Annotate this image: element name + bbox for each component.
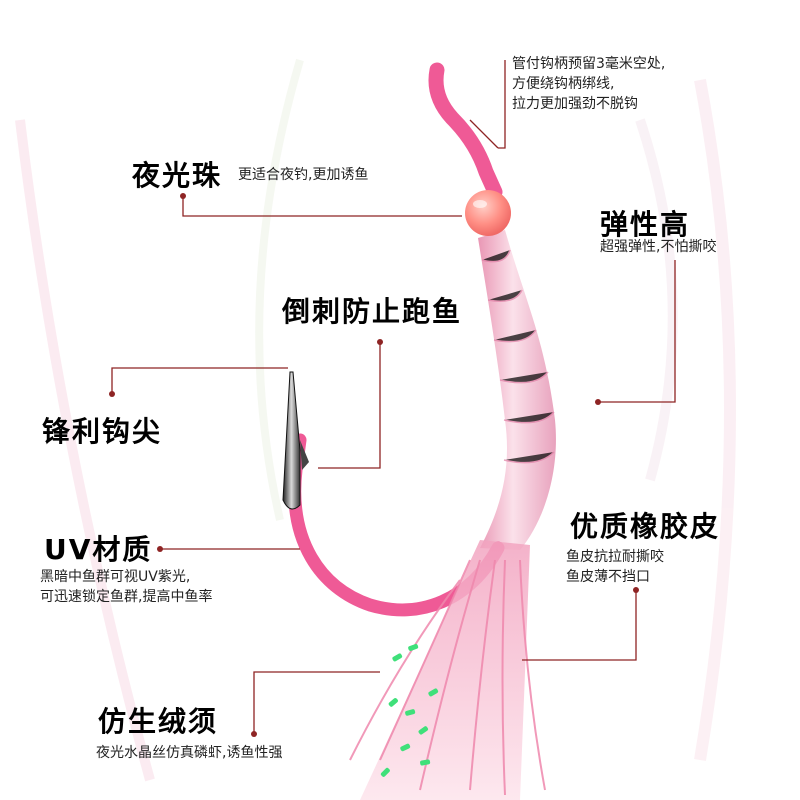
uv-material-desc: 黑暗中鱼群可视UV紫光, 可迅速锁定鱼群,提高中鱼率 <box>40 567 212 607</box>
rubber-skin-desc: 鱼皮抗拉耐撕咬 鱼皮薄不挡口 <box>566 547 664 587</box>
leader-lines <box>109 60 676 737</box>
shank-space-line: 拉力更加强劲不脱钩 <box>512 96 638 112</box>
shank-space-line: 管付钩柄预留3毫米空处, <box>512 56 666 72</box>
hook-shank <box>428 62 503 200</box>
uv-material-title: UV材质 <box>44 533 153 566</box>
glow-bead-desc: 更适合夜钓,更加诱鱼 <box>238 167 369 183</box>
uv-material-line: 可迅速锁定鱼群,提高中鱼率 <box>40 589 213 605</box>
hook-barb <box>300 440 309 470</box>
tentacles-title: 仿生绒须 <box>98 705 219 738</box>
barb-title: 倒刺防止跑鱼 <box>282 295 463 328</box>
rubber-skin-title: 优质橡胶皮 <box>570 510 721 543</box>
shank-space-note: 管付钩柄预留3毫米空处, 方便绕钩柄绑线, 拉力更加强劲不脱钩 <box>512 54 665 114</box>
rubber-skin-body <box>478 230 556 550</box>
uv-material-line: 黑暗中鱼群可视UV紫光, <box>40 569 191 585</box>
shank-space-line: 方便绕钩柄绑线, <box>512 76 615 92</box>
background-arcs <box>15 58 736 782</box>
sharp-point-title: 锋利钩尖 <box>42 415 163 448</box>
glow-bead <box>465 190 511 236</box>
rubber-skin-line: 鱼皮薄不挡口 <box>566 569 650 585</box>
elasticity-title: 弹性高 <box>600 208 691 241</box>
tentacles-desc: 夜光水晶丝仿真磷虾,诱鱼性强 <box>96 745 283 761</box>
skirt <box>360 540 530 800</box>
elasticity-desc: 超强弹性,不怕撕咬 <box>600 239 717 255</box>
luminous-strands <box>380 643 439 777</box>
hook-point <box>282 371 301 510</box>
rubber-skin-line: 鱼皮抗拉耐撕咬 <box>566 549 664 565</box>
glow-bead-title: 夜光珠 <box>132 159 223 192</box>
